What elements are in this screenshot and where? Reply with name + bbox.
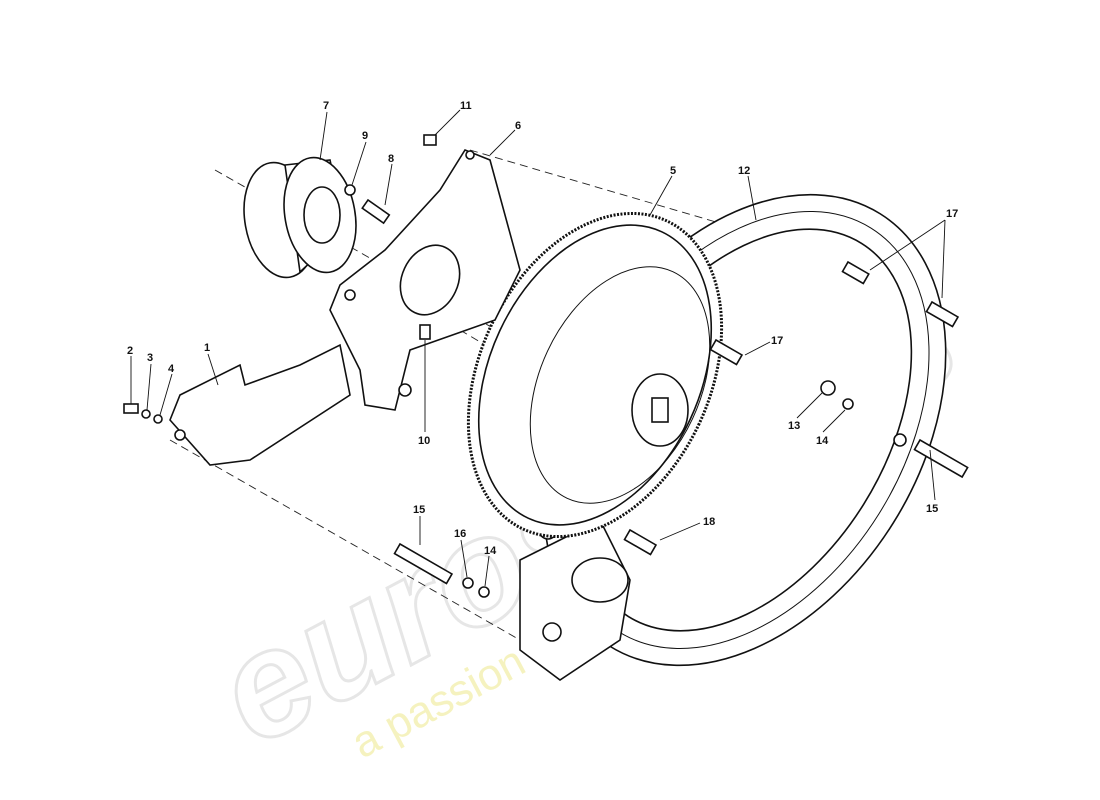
fasteners [123,134,969,598]
callout-4: 4 [168,363,175,375]
flywheel-ring-gear [466,211,724,539]
callout-17: 17 [946,208,958,220]
callout-18: 18 [703,516,715,528]
callout-15: 15 [413,504,425,516]
bolt-17c [709,338,744,366]
callout-11: 11 [460,100,472,112]
spacer-ring [243,156,357,279]
callout-7: 7 [323,100,329,112]
bolt-18 [623,528,658,556]
callout-labels: 7 9 8 11 6 5 12 17 17 2 3 4 1 10 13 14 1… [127,100,958,557]
stud-15b [393,542,454,585]
callout-16: 16 [454,528,466,540]
washer-4 [153,414,163,424]
bolt-17b [925,300,960,328]
nut-16 [462,577,474,589]
bolt-10 [419,324,431,340]
washer-3 [141,409,151,419]
callout-9: 9 [362,130,368,142]
callout-3: 3 [147,352,153,364]
nut-13 [820,380,836,396]
bolt-2 [123,403,139,414]
callout-8: 8 [388,153,394,165]
callout-1: 1 [204,342,210,354]
callout-14: 14 [484,545,497,557]
callout-6: 6 [515,120,521,132]
stud-15a [913,438,969,479]
bolt-17a [841,260,870,285]
callout-17: 17 [771,335,783,347]
callout-10: 10 [418,435,430,447]
callout-12: 12 [738,165,750,177]
cover-plate [169,343,351,466]
washer-14b [478,586,490,598]
callout-15: 15 [926,503,938,515]
flexplate-adapter [329,149,521,411]
washer-9 [344,184,356,196]
callout-13: 13 [788,420,800,432]
washer-14a [842,398,854,410]
callout-2: 2 [127,345,133,357]
bolt-8 [361,198,391,225]
bolt-11 [423,134,437,146]
callout-14: 14 [816,435,829,447]
callout-5: 5 [670,165,676,177]
leader-lines [130,109,946,587]
